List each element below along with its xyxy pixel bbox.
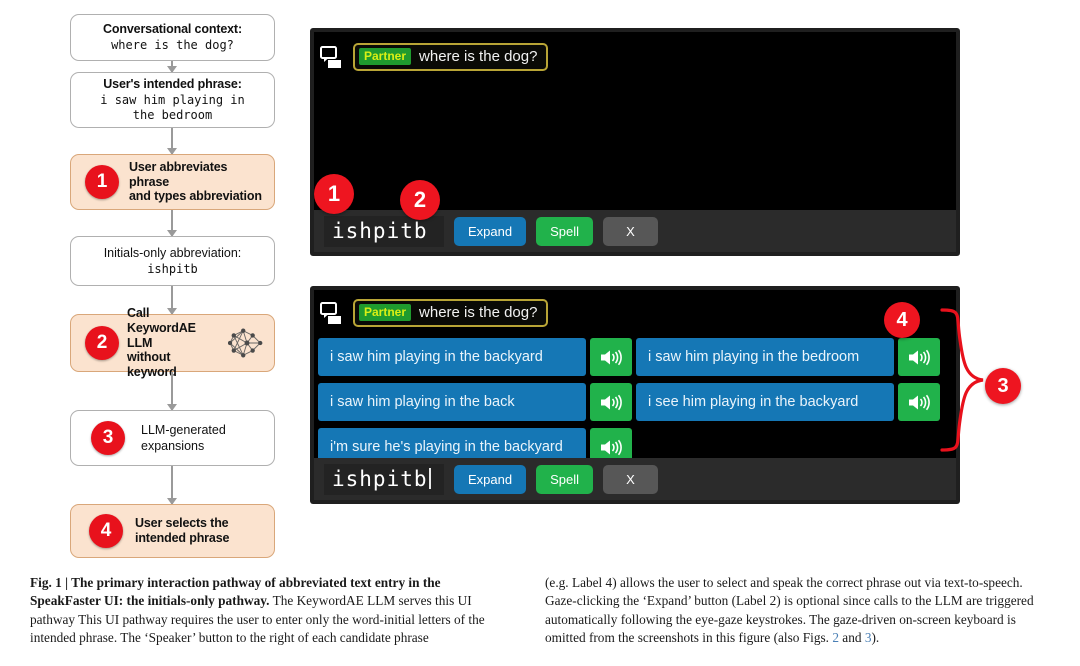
flow-node-step-1: 1 User abbreviates phrase and types abbr… bbox=[70, 154, 275, 210]
callout-badge-2: 2 bbox=[400, 180, 440, 220]
abbreviation-value: ishpitb bbox=[332, 218, 428, 243]
brace-annotation bbox=[938, 300, 1018, 480]
expand-button-bottom[interactable]: Expand bbox=[454, 464, 527, 494]
step-badge-2: 2 bbox=[85, 326, 119, 360]
flow-node-conversational-context: Conversational context: where is the dog… bbox=[70, 14, 275, 61]
flow-node-step-4: 4 User selects the intended phrase bbox=[70, 504, 275, 558]
speak-button[interactable] bbox=[590, 338, 632, 376]
callout-badge-3: 3 bbox=[985, 368, 1021, 404]
speaker-icon bbox=[599, 349, 623, 366]
flow-node-title: User selects the intended phrase bbox=[135, 516, 230, 545]
caption-figure-link-3[interactable]: 3 bbox=[864, 630, 872, 646]
speaker-icon bbox=[599, 439, 623, 456]
panel-bottom-inner: Partner where is the dog? i saw him play… bbox=[314, 290, 956, 500]
caption-bold-sentence: The primary interaction pathway of abbre… bbox=[30, 575, 441, 609]
speak-button[interactable] bbox=[898, 383, 940, 421]
abbreviation-input-bottom[interactable]: ishpitb bbox=[324, 463, 444, 495]
spell-button-bottom[interactable]: Spell bbox=[536, 464, 594, 494]
flow-node-value: ishpitb bbox=[147, 262, 198, 277]
input-bar-bottom: ishpitb Expand Spell X bbox=[314, 458, 956, 500]
caption-right-body-1: (e.g. Label 4) allows the user to select… bbox=[545, 575, 1034, 646]
expansion-option[interactable]: i saw him playing in the back bbox=[318, 383, 632, 421]
caption-right-body-2: ). bbox=[871, 630, 880, 646]
flow-arrow bbox=[167, 210, 177, 237]
caption-right-mid: and bbox=[838, 630, 865, 646]
flow-node-step-3: 3 LLM-generated expansions bbox=[70, 410, 275, 466]
speak-button[interactable] bbox=[898, 338, 940, 376]
forum-icon bbox=[320, 46, 344, 71]
step-badge-4: 4 bbox=[89, 514, 123, 548]
flowchart: Conversational context: where is the dog… bbox=[70, 8, 275, 558]
partner-utterance-bubble-bottom[interactable]: Partner where is the dog? bbox=[353, 299, 549, 327]
clear-button-top[interactable]: X bbox=[603, 216, 659, 246]
spell-button-top[interactable]: Spell bbox=[536, 216, 594, 246]
abbreviation-value: ishpitb bbox=[332, 466, 428, 491]
flow-arrow bbox=[167, 466, 177, 505]
caption-left-body: The KeywordAE LLM serves this UI pathway… bbox=[30, 593, 485, 646]
step-badge-3: 3 bbox=[91, 421, 125, 455]
partner-utterance-text: where is the dog? bbox=[419, 48, 538, 65]
figure-area: Conversational context: where is the dog… bbox=[70, 8, 1021, 558]
flow-node-title: Call KeywordAE LLM without keyword bbox=[127, 306, 196, 380]
abbreviation-input-top[interactable]: ishpitb bbox=[324, 215, 444, 247]
partner-utterance-text: where is the dog? bbox=[419, 304, 538, 321]
flow-node-title: LLM-generated expansions bbox=[141, 422, 226, 453]
expansion-option-text[interactable]: i saw him playing in the back bbox=[318, 383, 586, 421]
callout-badge-1: 1 bbox=[314, 174, 354, 214]
conversation-context-row-bottom: Partner where is the dog? bbox=[320, 296, 950, 330]
caption-figure-link-2[interactable]: 2 bbox=[832, 630, 839, 646]
expansion-option-text[interactable]: i see him playing in the backyard bbox=[636, 383, 894, 421]
figure-caption: Fig. 1 | The primary interaction pathway… bbox=[0, 566, 1080, 666]
expansion-option-text[interactable]: i saw him playing in the bedroom bbox=[636, 338, 894, 376]
flow-node-title: Conversational context: bbox=[103, 22, 242, 37]
clear-button-bottom[interactable]: X bbox=[603, 464, 659, 494]
flow-arrow bbox=[167, 286, 177, 315]
partner-tag: Partner bbox=[359, 48, 412, 65]
panel-top-inner: Partner where is the dog? ishpitb Expand… bbox=[314, 32, 956, 252]
flow-node-value: i saw him playing in the bedroom bbox=[100, 92, 245, 122]
speakfaster-ui-panel-top: Partner where is the dog? ishpitb Expand… bbox=[310, 28, 960, 256]
partner-utterance-bubble-top[interactable]: Partner where is the dog? bbox=[353, 43, 549, 71]
expansion-options-left: i saw him playing in the backyard bbox=[318, 338, 632, 466]
expansion-option[interactable]: i see him playing in the backyard bbox=[636, 383, 940, 421]
expansion-options-right: i saw him playing in the bedroom bbox=[636, 338, 940, 421]
speaker-icon bbox=[599, 394, 623, 411]
text-caret bbox=[428, 468, 431, 489]
speaker-icon bbox=[907, 349, 931, 366]
flow-node-value: where is the dog? bbox=[111, 37, 234, 52]
caption-right-column: (e.g. Label 4) allows the user to select… bbox=[545, 574, 1050, 647]
expansion-option[interactable]: i saw him playing in the bedroom bbox=[636, 338, 940, 376]
flow-arrow bbox=[167, 128, 177, 155]
expand-button-top[interactable]: Expand bbox=[454, 216, 527, 246]
conversation-context-row-top: Partner where is the dog? bbox=[320, 40, 950, 74]
flow-node-initials-abbreviation: Initials-only abbreviation: ishpitb bbox=[70, 236, 275, 286]
caption-left-column: Fig. 1 | The primary interaction pathway… bbox=[30, 574, 500, 647]
forum-icon bbox=[320, 302, 344, 327]
callout-badge-4: 4 bbox=[884, 302, 920, 338]
speaker-icon bbox=[907, 394, 931, 411]
flow-node-step-2: 2 Call KeywordAE LLM without keyword bbox=[70, 306, 275, 379]
speakfaster-ui-panel-bottom: Partner where is the dog? i saw him play… bbox=[310, 286, 960, 504]
speak-button[interactable] bbox=[590, 383, 632, 421]
expansion-option-text[interactable]: i saw him playing in the backyard bbox=[318, 338, 586, 376]
flow-node-title: Initials-only abbreviation: bbox=[103, 245, 242, 260]
flow-arrow bbox=[167, 61, 177, 73]
caption-fig-label: Fig. 1 | bbox=[30, 575, 72, 590]
flow-node-title: User's intended phrase: bbox=[103, 77, 242, 92]
flow-node-intended-phrase: User's intended phrase: i saw him playin… bbox=[70, 72, 275, 128]
expansion-option[interactable]: i saw him playing in the backyard bbox=[318, 338, 632, 376]
flow-arrow bbox=[167, 372, 177, 411]
flow-node-title: User abbreviates phrase and types abbrev… bbox=[129, 159, 262, 204]
neural-network-icon bbox=[227, 326, 266, 360]
step-badge-1: 1 bbox=[85, 165, 119, 199]
partner-tag: Partner bbox=[359, 304, 412, 321]
